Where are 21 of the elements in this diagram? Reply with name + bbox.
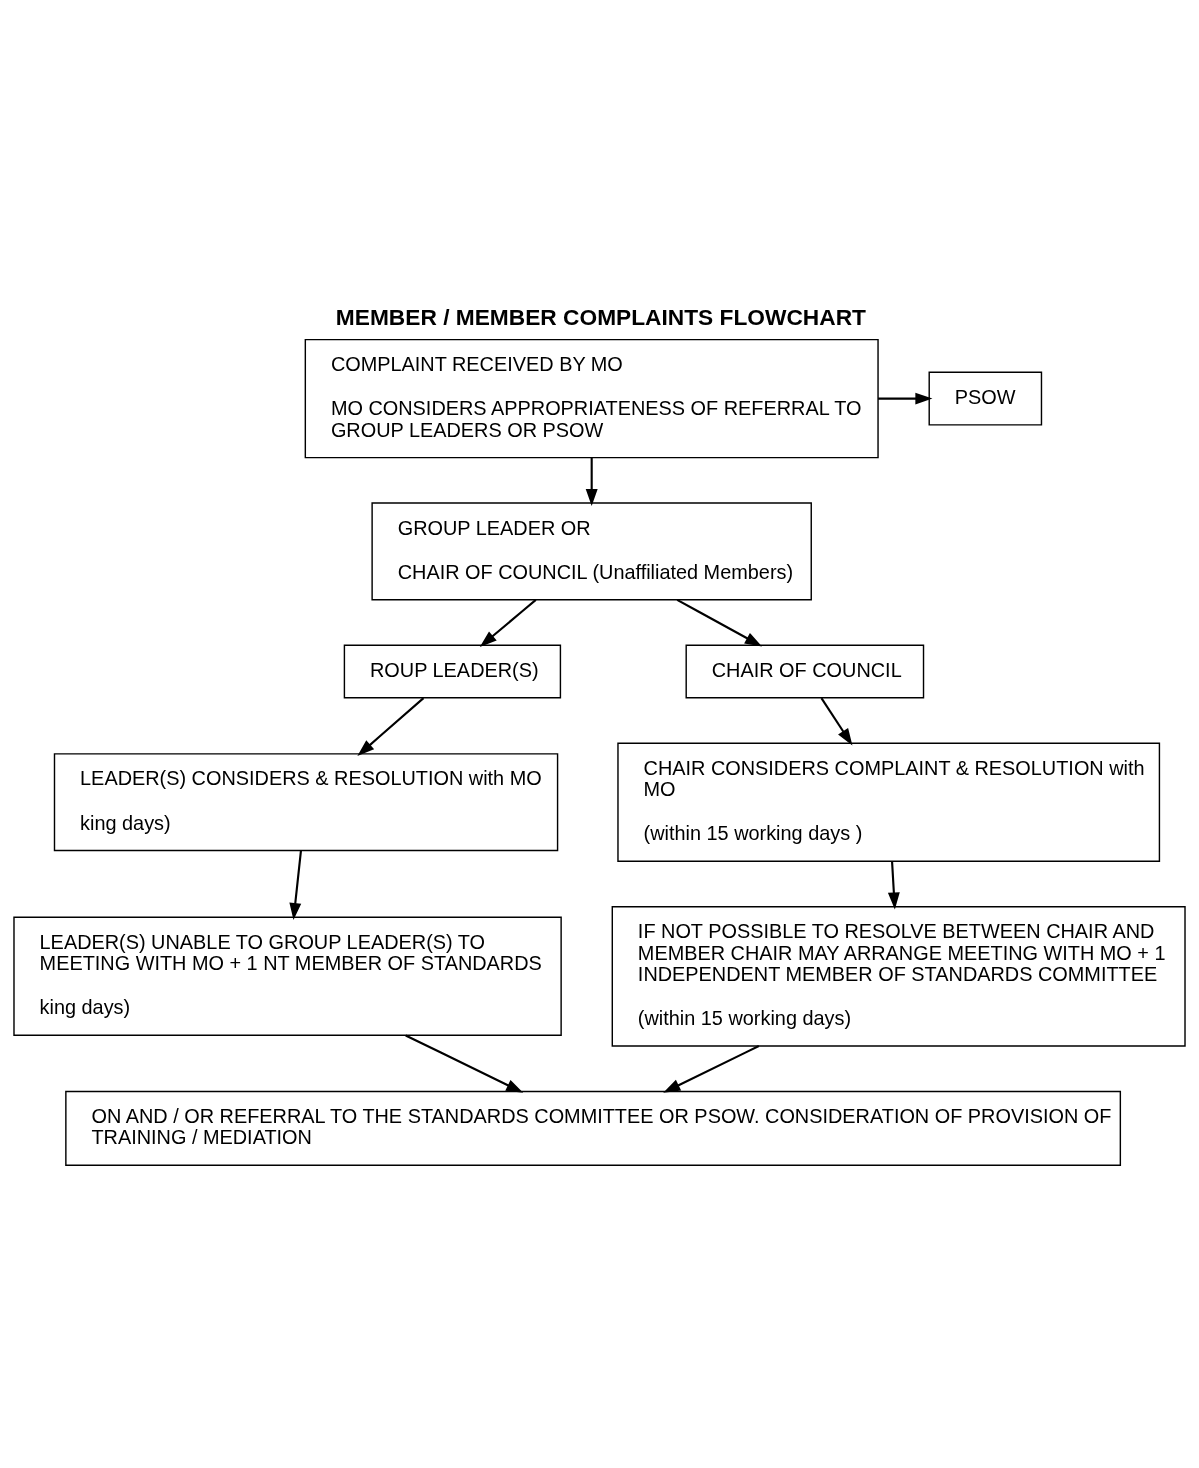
arrow xyxy=(663,1045,760,1093)
arrow xyxy=(878,392,933,405)
arrow xyxy=(357,697,425,756)
node-box: LEADER(S) CONSIDERS & RESOLUTION with MO king days) xyxy=(53,753,559,852)
node-box: ON AND / OR REFERRAL TO THE STANDARDS COMMITTEE OR PSOW. CONSIDERATION OF PROVISION OF TRAINING / MEDIATION xyxy=(65,1090,1122,1167)
node-box: PSOW xyxy=(928,371,1043,426)
arrow xyxy=(676,598,762,647)
node-box: GROUP LEADER OR CHAIR OF COUNCIL (Unaffiliated Members) xyxy=(371,502,812,601)
node-box: ROUP LEADER(S) xyxy=(343,644,562,699)
node-box: COMPLAINT RECEIVED BY MO MO CONSIDERS APPROPRIATENESS OF REFERRAL TO GROUP LEADERS OR PSOW xyxy=(304,338,879,459)
node-box: LEADER(S) UNABLE TO GROUP LEADER(S) TO MEETING WITH MO + 1 NT MEMBER OF STANDARDS king days) xyxy=(13,916,562,1036)
arrow xyxy=(820,697,853,746)
arrow xyxy=(289,850,302,920)
arrow xyxy=(887,861,900,910)
node-box: CHAIR OF COUNCIL xyxy=(685,644,925,699)
arrow xyxy=(405,1034,524,1093)
node-box: IF NOT POSSIBLE TO RESOLVE BETWEEN CHAIR AND MEMBER CHAIR MAY ARRANGE MEETING WITH MO + 1 INDEPENDENT MEMBER OF STANDARDS COMMITTEE (within 15 working days) xyxy=(611,905,1186,1047)
node-box: CHAIR CONSIDERS COMPLAINT & RESOLUTION with MO (within 15 working days ) xyxy=(617,742,1161,862)
arrow xyxy=(585,458,598,507)
arrow xyxy=(479,599,537,647)
diagram-title: MEMBER / MEMBER COMPLAINTS FLOWCHART xyxy=(335,304,866,331)
